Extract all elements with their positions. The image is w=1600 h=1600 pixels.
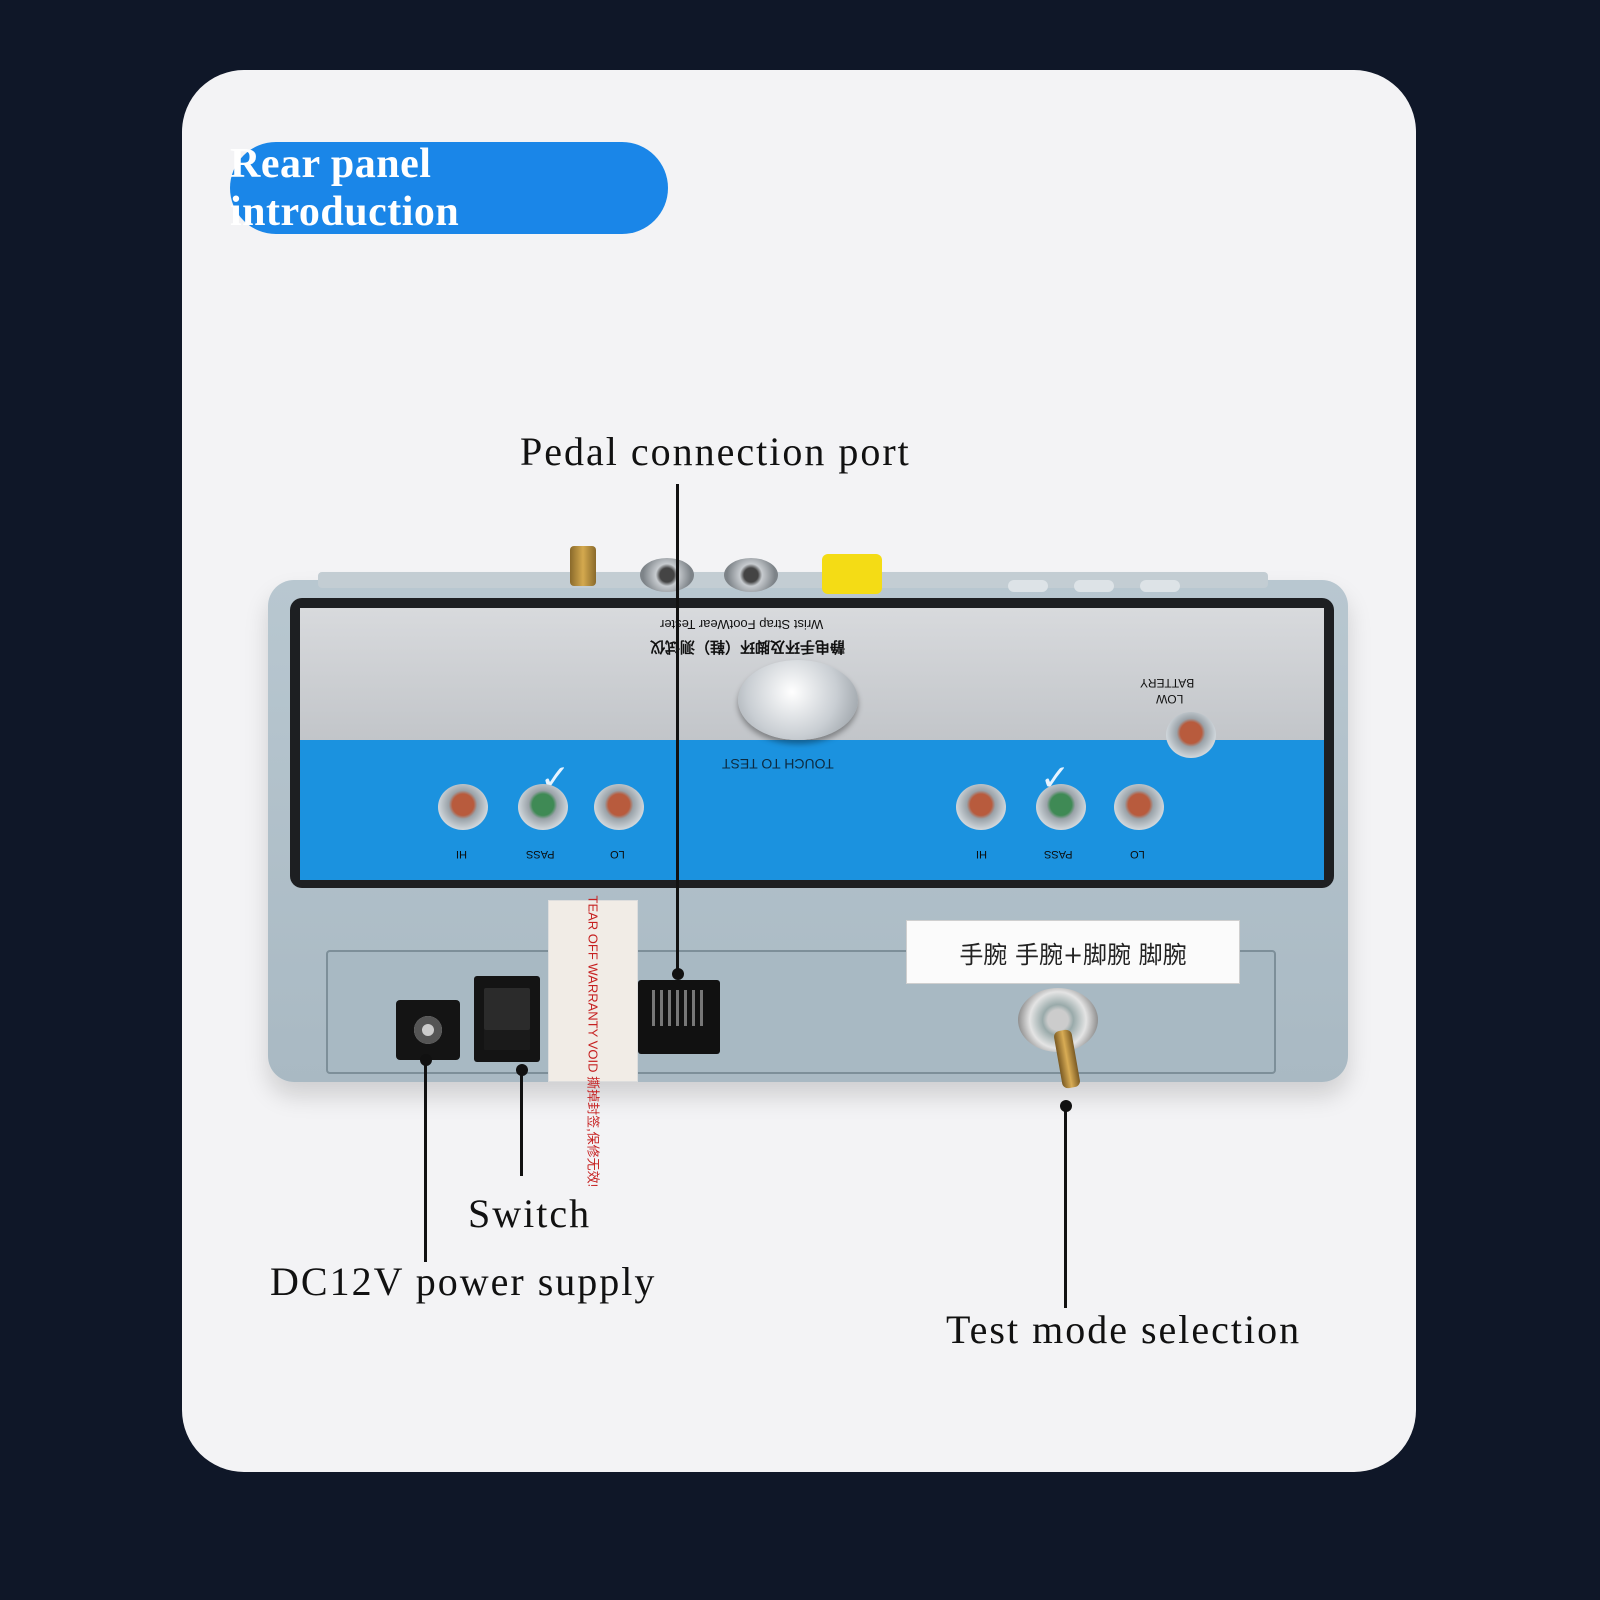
test-mode-leader-dot xyxy=(1060,1100,1072,1112)
left-led-label-lo: LO xyxy=(610,848,625,860)
product-name-en: Wrist Strap FootWear Tester xyxy=(660,617,824,632)
product-name-cn: 静电手环及脚环（鞋）测试仪 xyxy=(650,638,846,655)
pedal-port-leader-dot xyxy=(672,968,684,980)
touch-to-test-button xyxy=(738,660,858,740)
dc-power-jack xyxy=(396,1000,460,1060)
left-hi-led xyxy=(438,784,488,830)
pedal-rj-port xyxy=(638,980,720,1054)
dc-power-leader-dot xyxy=(420,1054,432,1066)
test-mode-label: Test mode selection xyxy=(946,1307,1302,1352)
pedal-port-leader-line xyxy=(676,484,679,976)
left-lo-led xyxy=(594,784,644,830)
battery-low-line2: LOW xyxy=(1156,692,1184,706)
top-ridge xyxy=(318,572,1268,588)
left-led-label-pass: PASS xyxy=(526,848,555,860)
warranty-sticker: TEAR OFF WARRANTY VOID 撕掉封签,保修无效! xyxy=(548,896,638,1187)
right-pass-led xyxy=(1036,784,1086,830)
switch-leader-dot xyxy=(516,1064,528,1076)
right-led-label-hi: HI xyxy=(976,848,987,860)
power-rocker-switch xyxy=(474,976,540,1062)
dc-power-label: DC12V power supply xyxy=(270,1259,657,1304)
test-mode-leader-line xyxy=(1064,1104,1067,1308)
switch-label: Switch xyxy=(468,1191,592,1236)
switch-leader-line xyxy=(520,1068,523,1176)
top-jack-2 xyxy=(724,558,778,592)
pedal-port-label: Pedal connection port xyxy=(520,429,911,474)
battery-low-line1: BATTERY xyxy=(1140,676,1195,690)
touch-to-test-label: TOUCH TO TEST xyxy=(722,756,834,772)
top-jack-1 xyxy=(640,558,694,592)
dc-power-leader-line xyxy=(424,1058,427,1262)
mode-selection-sticker: 手腕 手腕+脚腕 脚腕 xyxy=(906,920,1240,984)
top-small-button-1 xyxy=(1008,580,1048,592)
left-pass-led xyxy=(518,784,568,830)
right-led-label-pass: PASS xyxy=(1044,848,1073,860)
battery-low-led xyxy=(1166,712,1216,758)
warranty-text: TEAR OFF WARRANTY VOID 撕掉封签,保修无效! xyxy=(585,895,601,1188)
right-hi-led xyxy=(956,784,1006,830)
ground-terminal xyxy=(570,546,596,586)
right-lo-led xyxy=(1114,784,1164,830)
top-small-button-3 xyxy=(1140,580,1180,592)
left-led-label-hi: HI xyxy=(456,848,467,860)
yellow-cap xyxy=(822,554,882,594)
right-led-label-lo: LO xyxy=(1130,848,1145,860)
title-badge: Rear panel introduction xyxy=(230,141,668,235)
top-small-button-2 xyxy=(1074,580,1114,592)
